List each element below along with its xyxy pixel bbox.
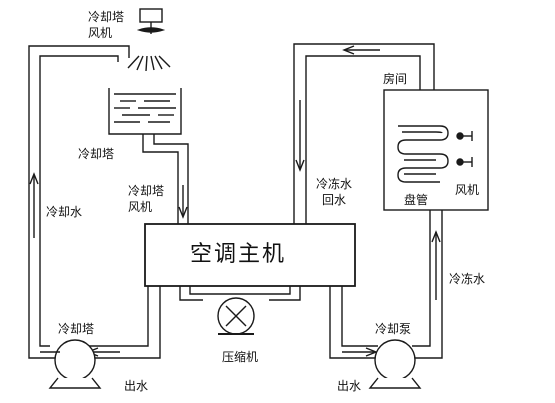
- tower-fan-side-label-line1: 冷却塔: [128, 184, 165, 198]
- tower-fan-label-line1: 冷却塔: [88, 10, 125, 24]
- chilled-return-label-line2: 回水: [322, 193, 347, 207]
- compressor: [179, 286, 301, 335]
- tower-fan-label-line2: 风机: [88, 26, 113, 40]
- fan-label: 风机: [455, 183, 480, 197]
- outlet-left-label: 出水: [124, 379, 149, 393]
- cooling-pump: [368, 339, 422, 389]
- cooling-water-label: 冷却水: [46, 205, 83, 219]
- chiller-unit-box: [144, 223, 356, 287]
- tower-label: 冷却塔: [78, 147, 115, 161]
- tower-pump-label: 冷却塔: [58, 322, 95, 336]
- cooling-tower-pump: [40, 339, 102, 389]
- compressor-label: 压缩机: [222, 350, 259, 364]
- room-coil-unit: [383, 89, 489, 211]
- tower-fan-side-label-line2: 风机: [128, 200, 153, 214]
- chiller-label: 空调主机: [190, 242, 287, 267]
- coil-label: 盘管: [404, 193, 429, 207]
- chilled-water-label: 冷冻水: [449, 272, 486, 286]
- chilled-return-label-line1: 冷冻水: [316, 177, 353, 191]
- cooling-water-loop: [28, 45, 189, 359]
- room-label: 房间: [383, 72, 408, 86]
- outlet-right-label: 出水: [337, 379, 362, 393]
- cooling-tower-basin: [108, 88, 182, 135]
- cooling-pump-label: 冷却泵: [375, 322, 412, 336]
- cooling-tower-fan: [127, 8, 171, 72]
